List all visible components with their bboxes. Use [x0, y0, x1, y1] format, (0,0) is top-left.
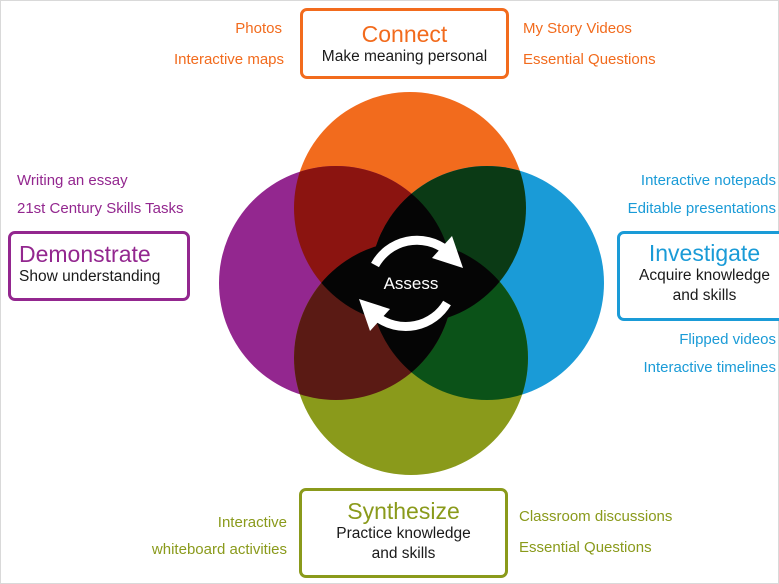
connect-subtitle: Make meaning personal [321, 48, 488, 65]
investigate-subtitle-line2: and skills [672, 287, 737, 304]
synthesize-note-whiteboard: whiteboard activities [151, 541, 287, 558]
connect-note-essential-questions: Essential Questions [523, 51, 656, 68]
connect-note-photos: Photos [235, 20, 282, 37]
demonstrate-subtitle: Show understanding [19, 268, 161, 285]
investigate-note-presentations: Editable presentations [627, 200, 776, 217]
demonstrate-note-writing-essay: Writing an essay [17, 172, 128, 189]
investigate-subtitle-line1: Acquire knowledge [639, 267, 770, 284]
synthesize-subtitle-line1: Practice knowledge [336, 525, 471, 542]
investigate-box: Investigate Acquire knowledge and skills [617, 231, 779, 321]
synthesize-box: Synthesize Practice knowledge and skills [299, 488, 508, 578]
investigate-title: Investigate [648, 240, 761, 266]
connect-title: Connect [361, 21, 448, 47]
demonstrate-title: Demonstrate [19, 241, 151, 267]
synthesize-subtitle-line2: and skills [371, 545, 436, 562]
synthesize-note-interactive: Interactive [217, 514, 287, 531]
overlap-top-bottom [294, 241, 526, 324]
synthesize-note-essential-questions: Essential Questions [519, 539, 652, 556]
connect-note-interactive-maps: Interactive maps [173, 51, 284, 68]
demonstrate-note-21st-century: 21st Century Skills Tasks [17, 200, 184, 217]
synthesize-title: Synthesize [347, 498, 460, 524]
investigate-note-timelines: Interactive timelines [643, 359, 776, 376]
connect-box: Connect Make meaning personal [300, 8, 509, 79]
cycle-arrows-icon [359, 235, 463, 331]
connect-note-my-story-videos: My Story Videos [523, 20, 632, 37]
synthesize-note-discussions: Classroom discussions [519, 508, 673, 525]
investigate-note-notepads: Interactive notepads [640, 172, 776, 189]
overlap-left-right [370, 166, 453, 400]
demonstrate-box: Demonstrate Show understanding [8, 231, 190, 301]
center-label: Assess [384, 274, 439, 293]
investigate-note-flipped-videos: Flipped videos [679, 331, 776, 348]
